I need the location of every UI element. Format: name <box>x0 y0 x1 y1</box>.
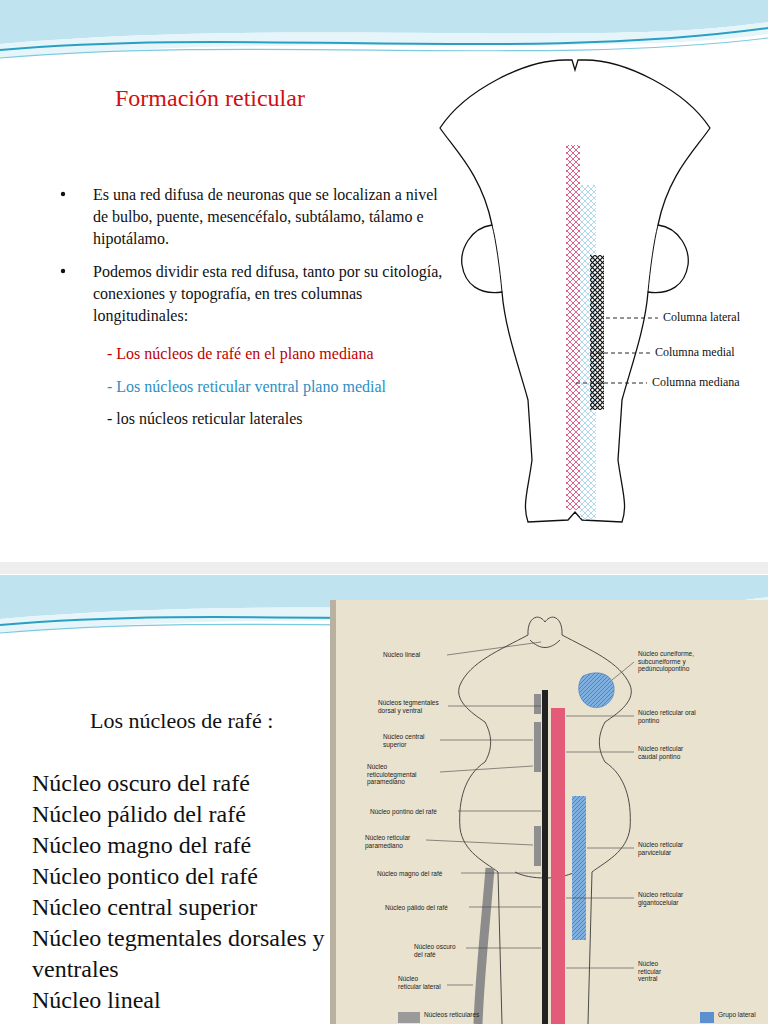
figure-label: Núcleo lineal <box>383 651 443 659</box>
slide-gap <box>0 562 768 574</box>
leader-line <box>448 706 541 707</box>
leader-line <box>566 968 634 969</box>
slide-ground <box>0 574 768 1024</box>
nucleus-item: Núcleo lineal <box>32 985 362 1016</box>
slide-ground <box>0 0 768 562</box>
header-wave <box>0 38 768 58</box>
reticular-segment <box>534 722 541 772</box>
column-label: Columna lateral <box>663 310 740 325</box>
bullet-dot <box>61 192 65 196</box>
bullet-dot <box>61 269 65 273</box>
nucleus-item: Núcleo tegmentales dorsales y ventrales <box>32 923 362 985</box>
legend-swatch <box>398 1012 420 1023</box>
median-column <box>566 145 580 510</box>
figure-label: Núcleos tegmentales dorsal y ventral <box>378 699 444 714</box>
figure-label: Núcleo pontino del rafé <box>370 808 454 816</box>
brainstem-outline <box>530 640 560 648</box>
figure-label: Núcleo magno del rafé <box>377 870 457 878</box>
lateral-reticular-band <box>478 868 490 1024</box>
leader-line <box>440 766 533 772</box>
figure-label: Núcleo central superior <box>383 733 435 748</box>
scan-ground <box>330 600 768 1024</box>
leader-line <box>566 752 634 753</box>
leader-line <box>566 716 634 717</box>
leader-line <box>566 898 634 899</box>
bullet-text: Podemos dividir esta red difusa, tanto p… <box>93 261 445 327</box>
leader-line <box>612 662 634 680</box>
leader-line <box>606 318 658 319</box>
figure-label: Núcleo reticulotegmental paramediano <box>367 763 435 786</box>
nucleus-item: Núcleo central superior <box>32 892 362 923</box>
column-item: - los núcleos reticular laterales <box>107 408 437 430</box>
figure-label: Núcleo pálido del rafé <box>385 904 465 912</box>
figure-label: Núcleo cuneiforme, subcuneiforme y pedún… <box>638 650 718 673</box>
header-wave <box>0 22 768 58</box>
lateral-group <box>572 796 586 940</box>
nucleus-item: Núcleo pálido del rafé <box>32 799 362 830</box>
slide-title: Formación reticular <box>115 84 305 112</box>
leader-line <box>469 907 541 908</box>
column-item: - Los núcleos reticular ventral plano me… <box>107 376 437 398</box>
raphe-column <box>542 690 548 1024</box>
brainstem-outline <box>459 617 632 1024</box>
leader-line <box>576 318 658 383</box>
legend-text: Núcleos reticulares <box>424 1011 479 1019</box>
nucleus-item: Núcleo oscuro del rafé <box>32 768 362 799</box>
legend-swatch <box>700 1012 714 1023</box>
nucleus-item: Núcleo pontico del rafé <box>32 861 362 892</box>
bullet-text: Es una red difusa de neuronas que se loc… <box>93 184 455 250</box>
header-wave <box>0 28 768 50</box>
column-item: - Los núcleos de rafé en el plano median… <box>107 343 437 365</box>
slide-heading: Los núcleos de rafé : <box>90 708 273 734</box>
leader-line <box>576 383 647 384</box>
figure-label: Núcleo oscuro del rafé <box>414 943 462 958</box>
header-wave <box>0 0 768 58</box>
scan-edge <box>330 600 336 1024</box>
brainstem-outline <box>492 225 502 292</box>
leader-line <box>440 740 533 741</box>
figure-label: Núcleo reticular oral pontino <box>638 709 698 724</box>
cuneiform-nucleus <box>579 673 614 708</box>
column-label: Columna medial <box>655 345 735 360</box>
leader-line <box>461 873 541 874</box>
brainstem-outline <box>440 60 710 522</box>
figure-label: Núcleo reticular parvicelular <box>638 841 698 856</box>
leader-line <box>426 840 533 845</box>
brainstem-outline <box>440 60 710 522</box>
column-label: Columna mediana <box>652 375 740 390</box>
leader-line <box>587 848 634 849</box>
figure-label: Núcleo reticular paramediano <box>365 834 421 849</box>
nucleus-item: Núcleo magno del rafé <box>32 830 362 861</box>
leader-line <box>458 811 541 812</box>
leader-line <box>466 948 541 949</box>
figure-label: Núcleo reticular ventral <box>638 960 682 983</box>
reticular-segment <box>534 826 541 866</box>
reticular-segment <box>534 694 541 714</box>
legend-text: Grupo lateral <box>718 1011 756 1019</box>
leader-line <box>590 353 650 354</box>
brainstem-outline <box>648 225 658 292</box>
figure-label: Núcleo reticular caudal pontino <box>638 745 698 760</box>
brainstem-outline <box>459 617 545 1024</box>
figure-label: Núcleo reticular lateral <box>398 975 442 990</box>
leader-line <box>426 642 634 985</box>
brainstem-outline <box>545 617 631 1024</box>
lateral-column <box>590 255 604 410</box>
figure-label: Núcleo reticular gigantocelular <box>638 891 708 906</box>
paramedian-column <box>551 708 565 1024</box>
leader-line <box>447 985 473 986</box>
leader-line <box>447 642 541 655</box>
